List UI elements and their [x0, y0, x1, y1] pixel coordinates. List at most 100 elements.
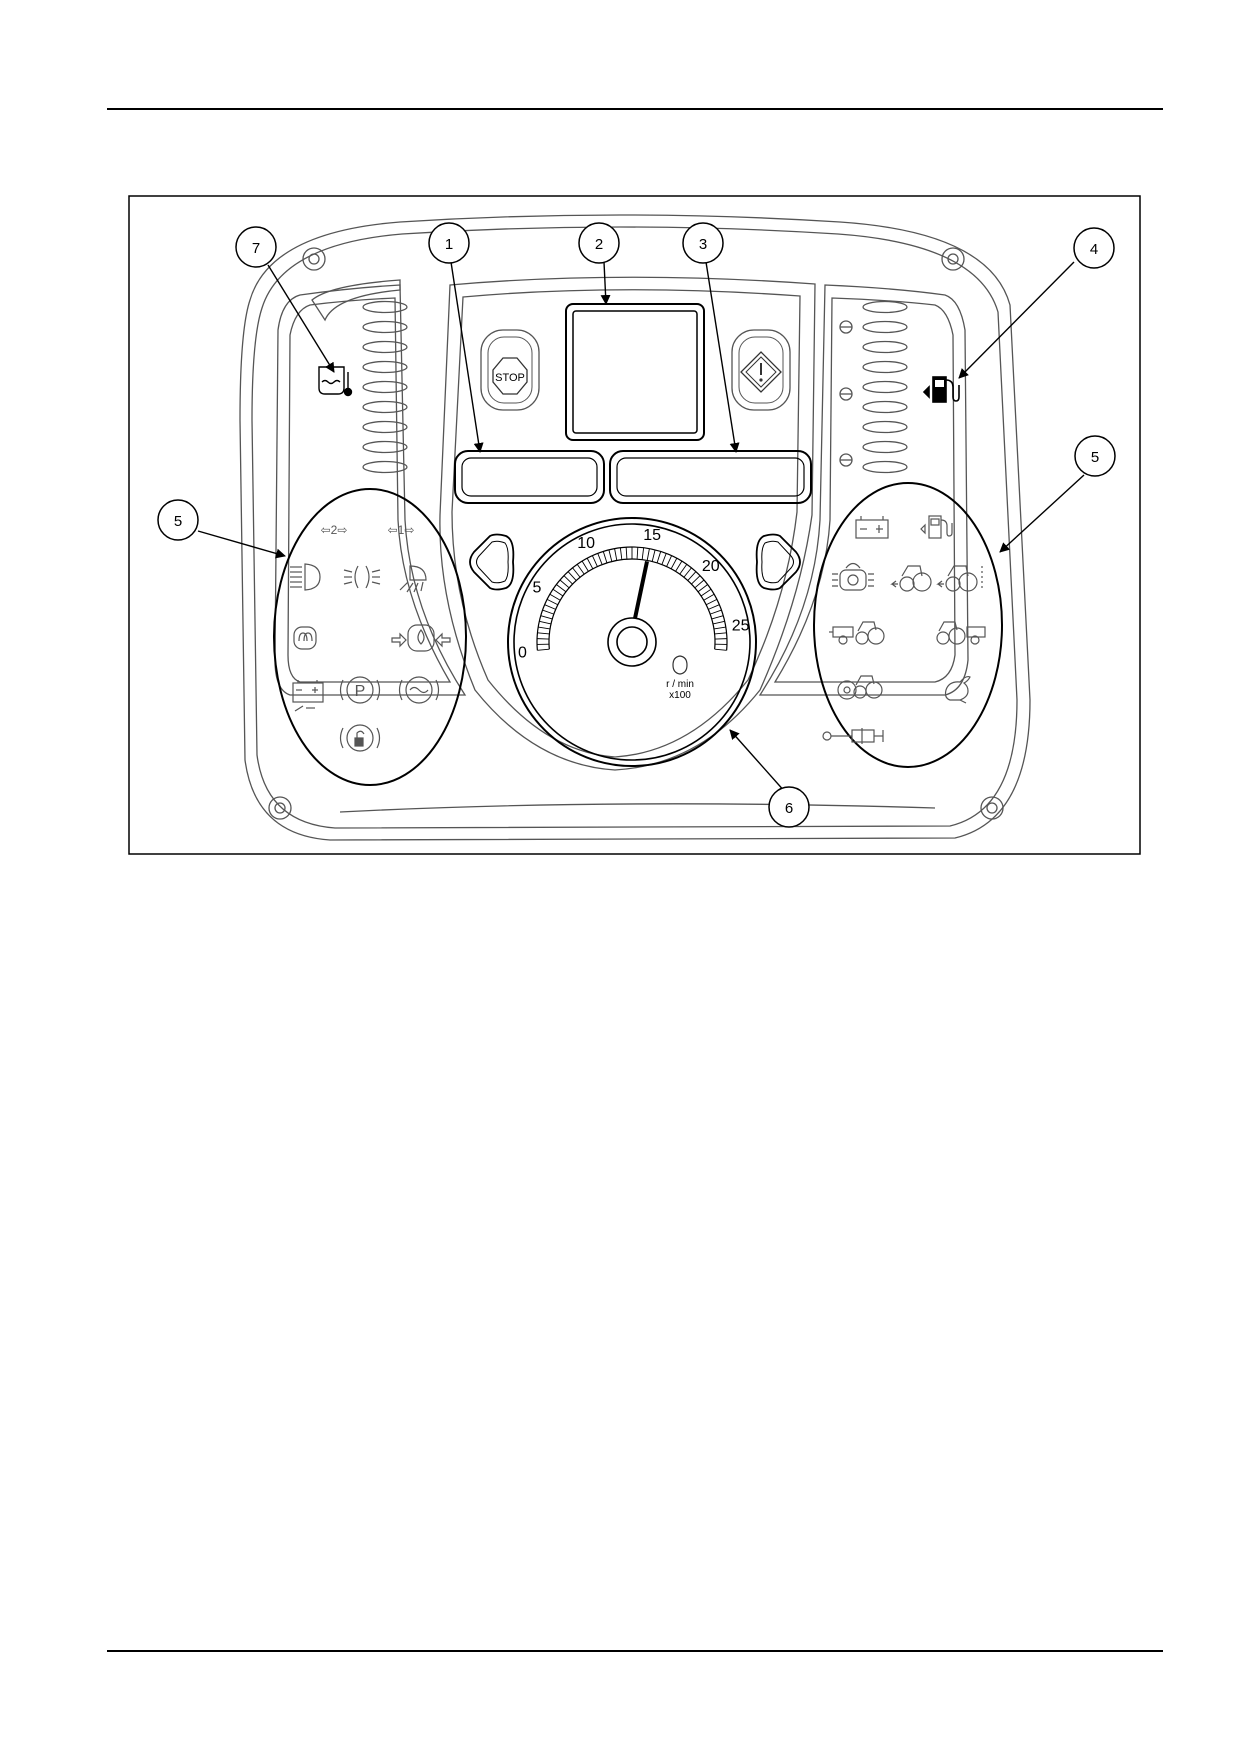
scale-tick — [586, 558, 594, 570]
scale-tick — [572, 567, 581, 578]
scale-tick — [544, 604, 556, 610]
screw-bottom-left — [268, 796, 292, 820]
turn-signal-trailer-2-icon: ⇦2⇨ — [321, 523, 348, 537]
turn-signal-trailer-1-icon: ⇦1⇨ — [388, 523, 415, 537]
right-indicator-group-outline — [813, 482, 1003, 768]
leader-5-right — [999, 474, 1085, 553]
left-indicator-group-outline — [273, 488, 467, 786]
stop-label: STOP — [495, 372, 525, 384]
side-lights-icon — [343, 565, 381, 589]
screw-top-right — [941, 247, 965, 271]
tractor-front-2-icon — [936, 565, 983, 592]
coolant-temperature-gauge — [362, 300, 408, 474]
footer-rule — [107, 1650, 1163, 1652]
low-fuel-icon — [922, 376, 960, 403]
scale-tick — [581, 560, 589, 572]
scale-tick — [542, 609, 554, 615]
scale-tick — [711, 615, 724, 620]
scale-tick — [691, 575, 701, 585]
stop-octagon-icon — [492, 357, 528, 395]
glow-plug-icon — [293, 626, 317, 650]
transmission-icon — [832, 562, 874, 591]
cluster-housing — [239, 214, 1031, 841]
callout-4: 4 — [1073, 227, 1115, 269]
trailer-rear-icon — [829, 621, 885, 645]
brake-fluid-icon — [398, 676, 440, 704]
scale-tick — [666, 555, 673, 567]
scale-tick — [714, 648, 727, 651]
caution-warning-button[interactable] — [731, 329, 791, 411]
scale-tick — [700, 588, 712, 597]
svg-text:7: 7 — [252, 240, 260, 257]
trailer-brake-icon — [339, 724, 381, 752]
scale-tick — [552, 588, 564, 597]
tick-label-0: 0 — [518, 645, 527, 662]
scroll-left-button[interactable] — [469, 533, 515, 591]
svg-text:P: P — [355, 683, 366, 700]
engine-icon — [672, 655, 688, 675]
scale-tick — [608, 549, 613, 562]
svg-text:4: 4 — [1090, 241, 1098, 258]
left-digital-display — [454, 450, 605, 504]
scale-tick — [646, 548, 650, 561]
svg-text:2: 2 — [595, 236, 603, 253]
trailer-front-icon — [936, 621, 986, 645]
figure-frame — [128, 195, 1141, 855]
callout-7: 7 — [235, 226, 277, 268]
svg-text:5: 5 — [174, 513, 182, 530]
leader-1 — [450, 261, 484, 453]
scale-tick — [567, 571, 577, 581]
callout-1: 1 — [428, 222, 470, 264]
central-display — [565, 303, 705, 441]
scroll-right-button[interactable] — [755, 533, 801, 591]
leader-7 — [267, 264, 335, 373]
callout-3: 3 — [682, 222, 724, 264]
leader-2 — [600, 261, 611, 305]
scale-inner-arc — [548, 558, 716, 650]
fuel-level-gauge — [839, 300, 908, 474]
scale-tick — [538, 626, 551, 630]
coolant-temperature-icon — [318, 366, 353, 397]
work-lights-icon — [399, 565, 427, 593]
mounting-screws — [268, 247, 1004, 820]
scale-tick — [697, 584, 708, 593]
tractor-front-icon — [890, 565, 932, 592]
scale-tick — [679, 564, 688, 575]
leader-4 — [958, 261, 1075, 379]
parking-brake-icon: P — [339, 676, 381, 704]
scale-tick — [687, 571, 697, 581]
scale-tick — [656, 551, 662, 564]
hydraulic-cylinder-icon — [822, 728, 884, 744]
leader-5-left — [197, 530, 286, 559]
scale-tick — [625, 547, 628, 560]
scale-tick — [563, 575, 573, 585]
scale-tick — [683, 567, 692, 578]
rabbit-speed-icon — [944, 675, 971, 704]
scale-tick — [549, 593, 561, 601]
tachometer-scale — [536, 546, 728, 651]
scale-tick — [539, 620, 552, 625]
tick-label-5: 5 — [532, 580, 541, 597]
scale-tick — [661, 553, 667, 565]
battery-icon — [855, 516, 889, 539]
svg-text:5: 5 — [1091, 449, 1099, 466]
callout-6: 6 — [768, 786, 810, 828]
tick-label-20: 20 — [702, 558, 720, 575]
svg-text:⇦2⇨: ⇦2⇨ — [321, 523, 348, 537]
scale-tick — [670, 558, 678, 570]
svg-text:6: 6 — [785, 800, 793, 817]
callout-5-right: 5 — [1074, 435, 1116, 477]
stop-warning-button[interactable]: STOP — [480, 329, 540, 411]
callout-5-left: 5 — [157, 499, 199, 541]
tick-label-15: 15 — [643, 527, 661, 544]
leader-lines — [197, 261, 1085, 794]
scale-tick — [619, 547, 623, 560]
scale-tick — [712, 620, 725, 625]
scale-tick — [713, 626, 726, 630]
callout-2: 2 — [578, 222, 620, 264]
needle-hub-inner — [616, 626, 648, 658]
scale-tick — [636, 547, 639, 560]
svg-text:⇦1⇨: ⇦1⇨ — [388, 523, 415, 537]
